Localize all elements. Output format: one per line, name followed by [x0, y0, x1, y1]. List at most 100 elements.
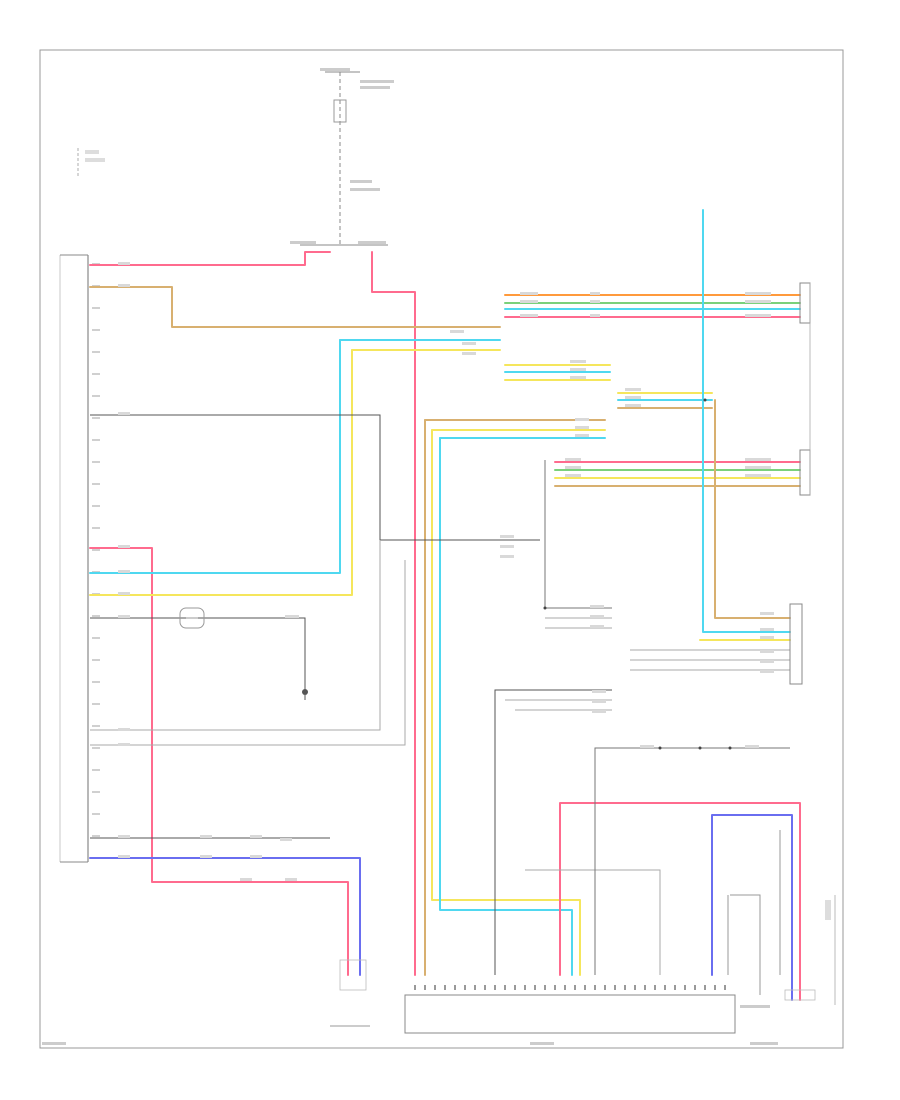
label-mark	[200, 835, 212, 838]
label-mark	[760, 650, 774, 653]
connector-icon	[504, 985, 506, 990]
label-mark	[760, 660, 774, 663]
pin-mark	[92, 483, 100, 485]
pin-mark	[92, 703, 100, 705]
label-mark	[575, 434, 589, 437]
connector-icon	[524, 985, 526, 990]
connector-icon	[684, 985, 686, 990]
thin-wires	[90, 414, 790, 995]
connector-icon	[634, 985, 636, 990]
connector-icon	[494, 985, 496, 990]
connector-icon	[574, 985, 576, 990]
label-mark	[625, 404, 641, 407]
pin-mark	[92, 351, 100, 353]
label-mark	[500, 545, 514, 548]
label-mark	[250, 835, 262, 838]
label-mark	[240, 878, 252, 881]
pin-mark	[92, 637, 100, 639]
pin-mark	[92, 725, 100, 727]
connector-icon	[594, 985, 596, 990]
label-mark	[118, 412, 130, 415]
connector-icon	[664, 985, 666, 990]
pin-mark	[92, 505, 100, 507]
connector-icon	[464, 985, 466, 990]
fuse-note	[77, 148, 105, 178]
ground-icon	[302, 689, 308, 700]
label-mark	[745, 745, 759, 748]
connector-icon	[584, 985, 586, 990]
connector-icon	[414, 985, 416, 990]
label-mark	[285, 615, 299, 618]
label-mark	[565, 466, 581, 469]
label-mark	[250, 855, 262, 858]
label-mark	[118, 570, 130, 573]
connector-icon	[614, 985, 616, 990]
label-mark	[592, 690, 606, 693]
pin-mark	[92, 747, 100, 749]
label-mark	[118, 284, 130, 287]
label-mark	[565, 474, 581, 477]
connector-icon	[644, 985, 646, 990]
connector-icon	[424, 985, 426, 990]
pin-mark	[92, 615, 100, 617]
label-mark	[640, 745, 654, 748]
pin-mark	[92, 835, 100, 837]
connector-icon	[674, 985, 676, 990]
pin-mark	[92, 659, 100, 661]
label-mark	[575, 418, 589, 421]
connector-icon	[704, 985, 706, 990]
pin-mark	[92, 681, 100, 683]
right-bottom-connector	[784, 895, 836, 1005]
left-module	[59, 254, 89, 863]
fuse-icon	[333, 99, 347, 123]
pin-mark	[92, 373, 100, 375]
label-mark	[760, 628, 774, 631]
label-mark	[570, 368, 586, 371]
label-mark	[590, 292, 600, 295]
connector-icon	[564, 985, 566, 990]
label-mark	[462, 342, 476, 345]
label-mark	[590, 615, 604, 618]
connector-icon	[514, 985, 516, 990]
left-module-pins	[92, 263, 100, 837]
connector-icon	[604, 985, 606, 990]
fuse-chain	[290, 68, 394, 246]
label-mark	[745, 300, 771, 303]
pin-mark	[92, 307, 100, 309]
bottom-pins	[414, 985, 726, 990]
label-mark	[760, 636, 774, 639]
pin-mark	[92, 769, 100, 771]
label-mark	[592, 710, 606, 713]
connector-icon	[724, 985, 726, 990]
label-mark	[760, 670, 774, 673]
connector-icon	[534, 985, 536, 990]
pin-mark	[92, 439, 100, 441]
pin-mark	[92, 417, 100, 419]
label-mark	[118, 743, 130, 746]
label-mark	[118, 835, 130, 838]
label-mark	[745, 314, 771, 317]
connector-icon	[474, 985, 476, 990]
label-mark	[590, 605, 604, 608]
label-mark	[520, 314, 538, 317]
connector-icon	[444, 985, 446, 990]
label-mark	[118, 545, 130, 548]
label-mark	[565, 458, 581, 461]
pin-mark	[92, 791, 100, 793]
label-mark	[745, 466, 771, 469]
pin-mark	[92, 813, 100, 815]
pin-mark	[92, 395, 100, 397]
label-mark	[118, 615, 130, 618]
fuse-icon	[179, 607, 205, 629]
label-bars	[118, 262, 774, 881]
connector-icon	[434, 985, 436, 990]
label-mark	[280, 838, 292, 841]
label-mark	[590, 314, 600, 317]
label-mark	[118, 855, 130, 858]
label-mark	[575, 426, 589, 429]
label-mark	[450, 330, 464, 333]
label-mark	[118, 262, 130, 265]
label-mark	[625, 396, 641, 399]
label-mark	[520, 292, 538, 295]
